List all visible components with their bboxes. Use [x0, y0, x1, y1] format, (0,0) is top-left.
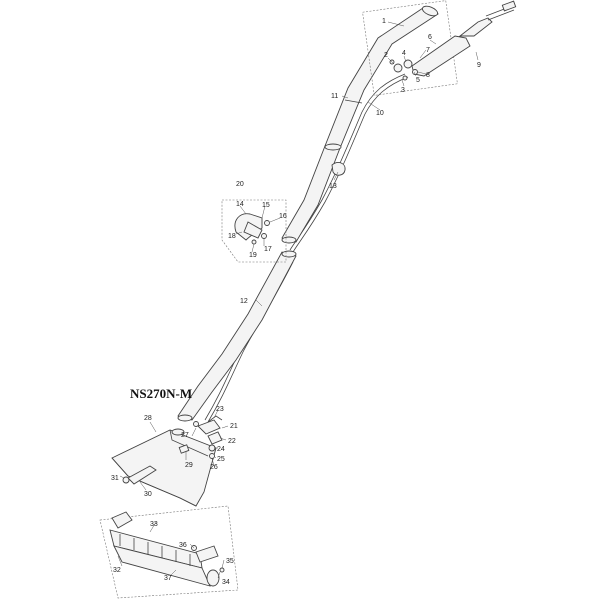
solution-hose: [204, 73, 409, 423]
middle-wand-tube: [281, 143, 346, 244]
callout-10: 10: [376, 110, 384, 117]
callout-22: 22: [228, 438, 236, 445]
callout-5: 5: [416, 77, 420, 84]
callout-3: 3: [401, 87, 405, 94]
callout-15: 15: [262, 202, 270, 209]
callout-21: 21: [230, 423, 238, 430]
callout-17: 17: [264, 246, 272, 253]
nozzle-assembly: [99, 505, 239, 599]
head-body: [111, 428, 217, 507]
callout-6: 6: [428, 34, 432, 41]
callout-13: 13: [329, 183, 337, 190]
leader-lines: [117, 21, 479, 579]
model-label: NS270N-M: [130, 386, 192, 401]
callout-19: 19: [249, 252, 257, 259]
fitting-parts: [178, 415, 223, 459]
upper-wand-tube: [324, 5, 439, 149]
callout-35: 35: [226, 558, 234, 565]
callout-16: 16: [279, 213, 287, 220]
handle-valve-assembly: [362, 0, 517, 96]
callout-33: 33: [150, 521, 158, 528]
callout-36: 36: [179, 542, 187, 549]
callout-29: 29: [185, 462, 193, 469]
callout-20: 20: [236, 181, 244, 188]
callout-2: 2: [384, 52, 388, 59]
callout-7: 7: [426, 47, 430, 54]
callout-26: 26: [210, 464, 218, 471]
callout-24: 24: [217, 446, 225, 453]
callout-12: 12: [240, 298, 248, 305]
callout-9: 9: [477, 62, 481, 69]
callout-25: 25: [217, 456, 225, 463]
callout-11: 11: [331, 93, 338, 100]
callout-14: 14: [236, 201, 244, 208]
callout-1: 1: [382, 18, 386, 25]
callout-numbers: 1 2 3 4 5 6 7 8 9 10 11 12 13 14 15 16 1…: [111, 18, 481, 586]
callout-37: 37: [164, 575, 172, 582]
bracket-assembly: [221, 199, 287, 263]
callout-8: 8: [426, 72, 430, 79]
callout-32: 32: [113, 567, 121, 574]
callout-34: 34: [222, 579, 230, 586]
callout-4: 4: [402, 50, 406, 57]
callout-28: 28: [144, 415, 152, 422]
callout-18: 18: [228, 233, 236, 240]
lower-wand-tube: [177, 250, 297, 422]
callout-23: 23: [216, 406, 224, 413]
callout-30: 30: [144, 491, 152, 498]
callout-27: 27: [181, 432, 189, 439]
callout-31: 31: [111, 475, 119, 482]
